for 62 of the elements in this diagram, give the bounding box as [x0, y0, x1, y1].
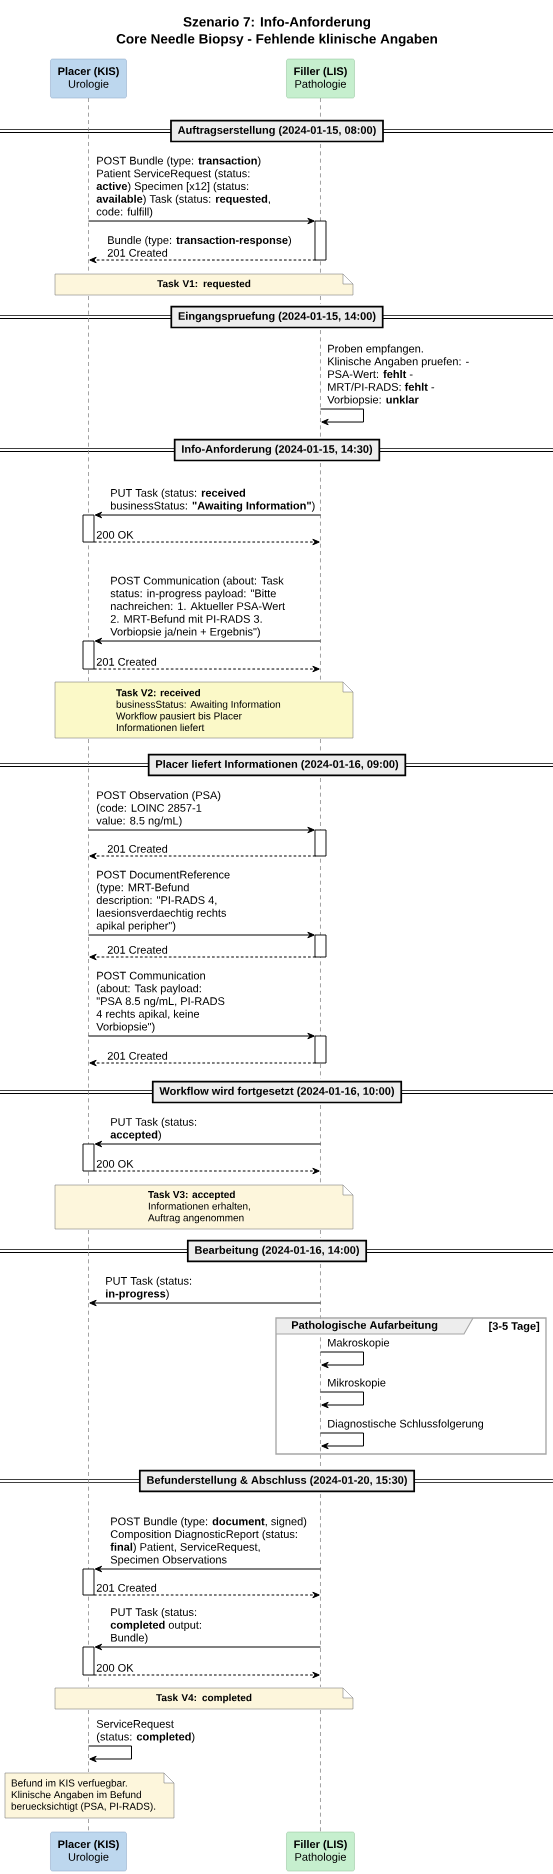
message-arrow [93, 1671, 320, 1679]
note: Task V3: accepted Informationen erhalten, Auftrag angenommen [54, 1184, 354, 1230]
message-arrow [88, 826, 315, 834]
edge-label: 200 OK [96, 1663, 134, 1672]
edge-label: 201 Created [107, 844, 168, 853]
message-arrow [320, 1391, 364, 1409]
message-arrow [89, 852, 316, 860]
edge-label: Proben empfangen. Klinische Angaben pruefen: - PSA-Wert: fehlt - MRT/PI-RADS: fehlt - Vorbiopsie: unklar [327, 344, 469, 406]
edge-label: PUT Task (status: in-progress) [106, 1276, 192, 1300]
edge-label: POST Observation (PSA) (code: LOINC 2857-1 value: 8.5 ng/mL) [96, 791, 221, 827]
edge-label: POST Communication (about: Task status: in-progress payload: "Bitte nachreichen: 1. Aktueller PSA-Wert 2. MRT-Befund mit PI-RADS 3. Vorbiopsie ja/nein + Ergebnis") [110, 576, 285, 638]
message-arrow [89, 953, 316, 961]
edge-label: POST Communication (about: Task payload: "PSA 8.5 ng/mL, PI-RADS 4 rechts apikal, keine Vorbiopsie") [96, 971, 225, 1033]
edge-label: 200 OK [96, 1159, 134, 1168]
message-arrow [320, 408, 364, 426]
frame-condition: [3-5 Tage] [489, 1321, 540, 1333]
participant-box: Placer (KIS) Urologie [50, 1831, 127, 1872]
title: Szenario 7: Info-Anforderung [183, 16, 371, 30]
participant-box: Filler (LIS) Pathologie [286, 1831, 355, 1872]
note: Task V2: received businessStatus: Awaiting Information Workflow pausiert bis Placer Informationen liefert [54, 681, 354, 739]
edge-label: Makroskopie [328, 1338, 390, 1349]
edge-label: 201 Created [107, 945, 168, 954]
frame-header [275, 1317, 540, 1335]
message-arrow [93, 1591, 320, 1599]
frame-title: Pathologische Aufarbeitung [292, 1320, 438, 1332]
note: Task V1: requested [54, 273, 354, 296]
edge-label: 201 Created [96, 1583, 157, 1592]
participant-box: Placer (KIS) Urologie [50, 58, 127, 99]
message-arrow [94, 1565, 321, 1573]
edge-label: POST Bundle (type: document, signed) Composition DiagnosticReport (status: final) Patient, ServiceRequest, Specimen Observations [110, 1517, 307, 1566]
edge-label: POST DocumentReference (type: MRT-Befund description: "PI-RADS 4, laesionsverdaechtig rechts apikal peripher") [96, 870, 230, 932]
edge-label: PUT Task (status: completed output: Bundle) [110, 1607, 201, 1644]
message-arrow [320, 1432, 364, 1450]
edge-label: Diagnostische Schlussfolgerung [328, 1419, 484, 1430]
edge-label: 201 Created [96, 657, 157, 666]
message-arrow [94, 511, 321, 519]
edge-label: 200 OK [96, 530, 134, 539]
message-arrow [320, 1351, 364, 1369]
edge-label: PUT Task (status: accepted) [110, 1117, 197, 1141]
message-arrow [93, 665, 320, 673]
edge-label: 201 Created [107, 1051, 168, 1060]
edge-label: POST Bundle (type: transaction) Patient ServiceRequest (status: active) Specimen [x12] (status: available) Task (status: requested, code: fulfill) [96, 156, 270, 218]
edge-label: PUT Task (status: received businessStatus: "Awaiting Information") [111, 488, 315, 512]
edge-label: ServiceRequest (status: completed) [96, 1719, 195, 1743]
note: Befund im KIS verfuegbar. Klinische Angaben im Befund beruecksichtigt (PSA, PI-RADS). [4, 1772, 175, 1819]
edge-label: Bundle (type: transaction-response) 201 Created [107, 235, 291, 257]
note: Task V4: completed [54, 1687, 354, 1710]
participant-box: Filler (LIS) Pathologie [286, 58, 355, 99]
message-arrow [93, 1167, 320, 1175]
message-arrow [89, 256, 316, 264]
message-arrow [94, 637, 321, 645]
message-arrow [88, 1032, 315, 1040]
edge-label: Mikroskopie [328, 1378, 386, 1389]
message-arrow [88, 1745, 132, 1763]
message-arrow [94, 1643, 321, 1651]
message-arrow [89, 1299, 321, 1307]
message-arrow [93, 538, 320, 546]
message-arrow [94, 1140, 321, 1148]
subtitle: Core Needle Biopsy - Fehlende klinische Angaben [116, 33, 437, 47]
message-arrow [88, 217, 315, 225]
message-arrow [89, 1059, 316, 1067]
message-arrow [88, 931, 315, 939]
